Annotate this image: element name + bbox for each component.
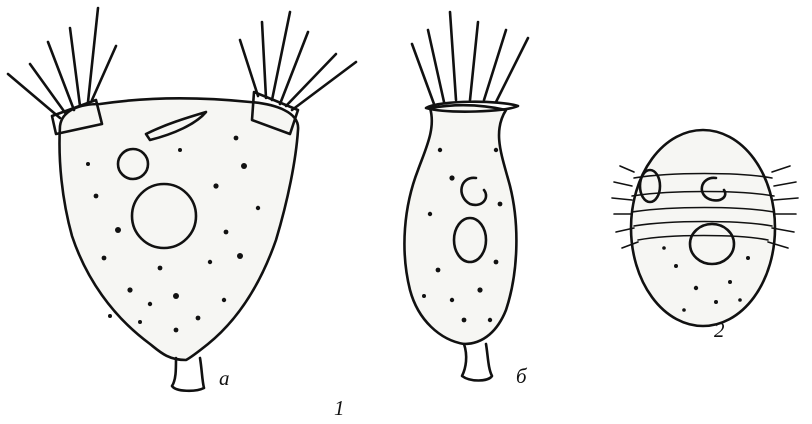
organism-1a-cilia-right bbox=[240, 12, 356, 110]
organism-1a bbox=[8, 8, 356, 391]
organism-2-body bbox=[631, 130, 775, 326]
label-figure-a: a bbox=[219, 366, 230, 391]
organism-1b-stalk bbox=[462, 344, 492, 381]
organism-1b-cilia bbox=[412, 12, 528, 104]
organism-1b-body bbox=[404, 105, 516, 344]
label-figure-2: 2 bbox=[714, 318, 725, 343]
organism-1a-cilia-left bbox=[8, 8, 116, 118]
label-figure-b: б bbox=[516, 364, 527, 389]
organism-1a-stalk bbox=[172, 358, 204, 391]
organism-2 bbox=[612, 130, 798, 326]
organism-1a-body bbox=[60, 98, 299, 360]
label-figure-1: 1 bbox=[334, 396, 345, 421]
organism-1b bbox=[404, 12, 528, 381]
